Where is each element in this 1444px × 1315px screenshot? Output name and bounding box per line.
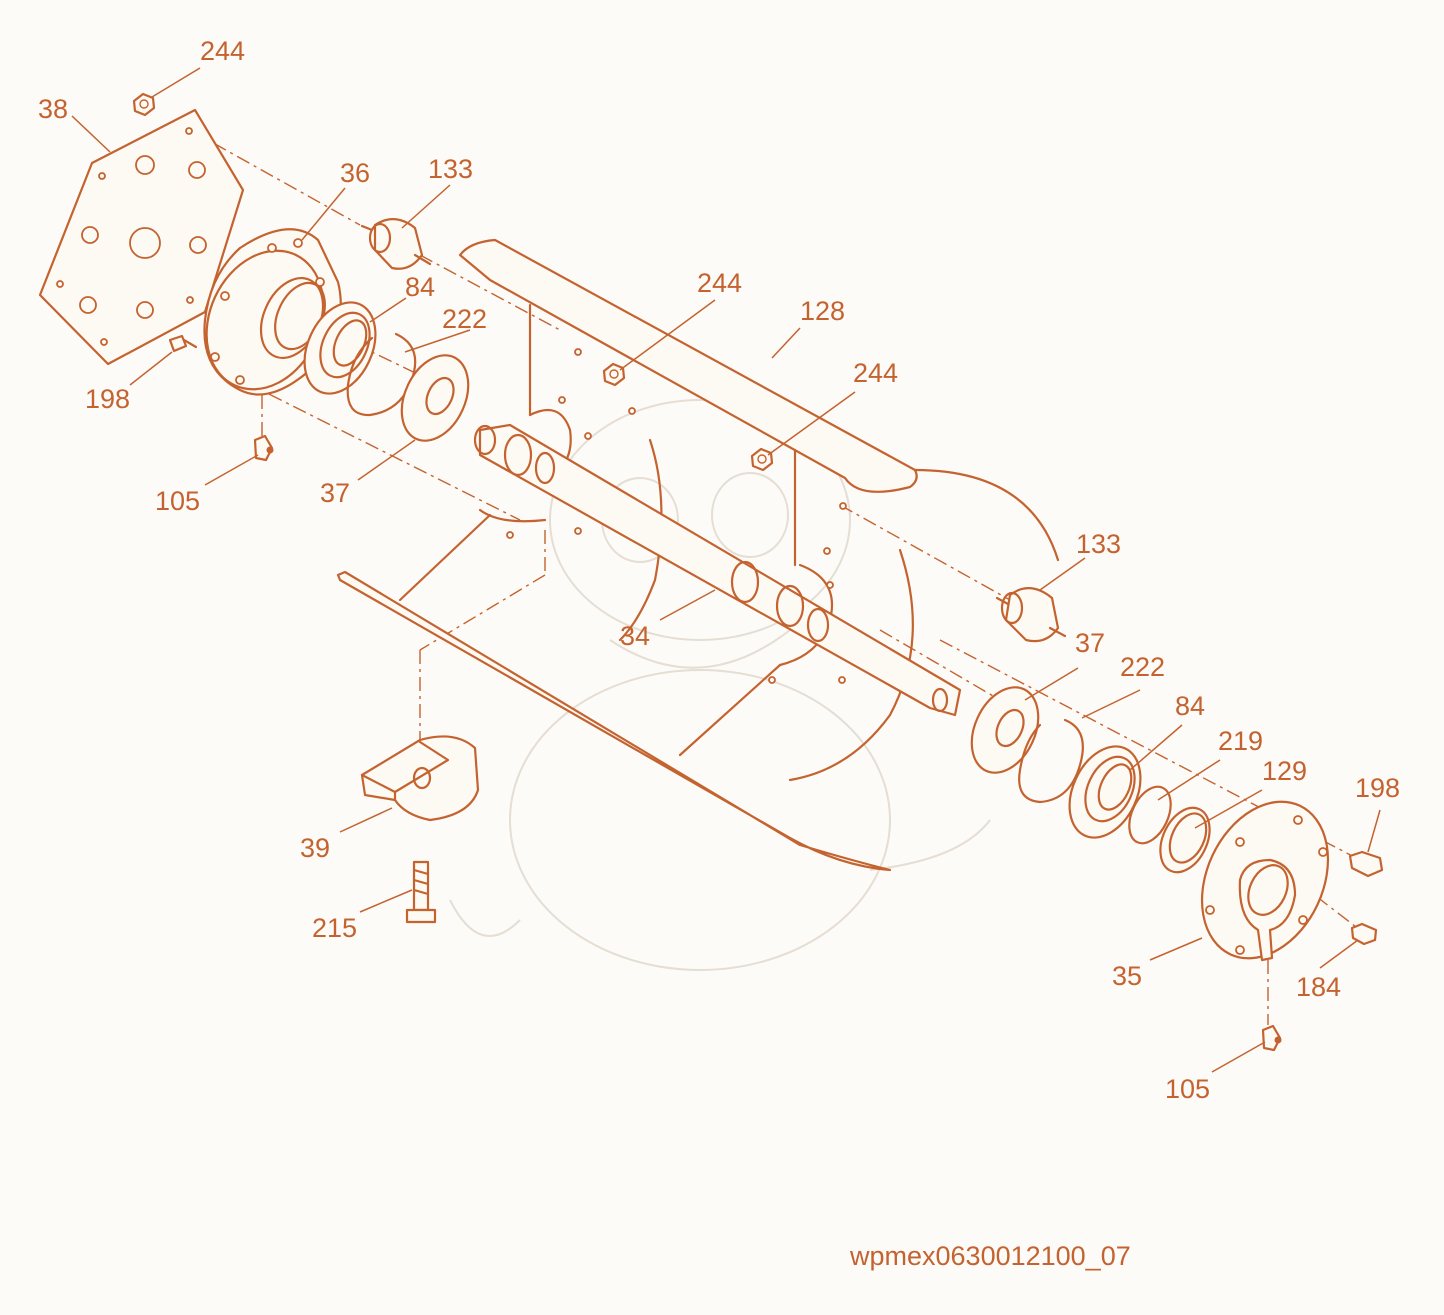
label-133-right: 133	[1076, 529, 1121, 559]
label-244-top: 244	[200, 36, 245, 66]
bearing-84-left	[303, 301, 377, 395]
bearing-84-right	[1068, 745, 1142, 839]
grease-fitting-105-right	[1261, 1024, 1282, 1052]
label-222-right: 222	[1120, 652, 1165, 682]
seal-37-right	[970, 686, 1040, 774]
label-215: 215	[312, 913, 357, 943]
clamp-39	[360, 735, 480, 822]
label-128: 128	[800, 296, 845, 326]
part-labels: 244 38 36 133 84 222 198 105 37 244 128 …	[38, 36, 1400, 1104]
screw-184	[1350, 922, 1378, 946]
label-184: 184	[1296, 972, 1341, 1002]
seal-37-left	[400, 354, 470, 442]
label-37-right: 37	[1075, 628, 1105, 658]
snap-ring-222-right	[1018, 718, 1084, 804]
label-244-middle: 244	[697, 268, 742, 298]
bolt-198-right	[1348, 850, 1384, 878]
label-244-right: 244	[853, 358, 898, 388]
bolt-198-left	[168, 334, 198, 353]
label-129: 129	[1262, 756, 1307, 786]
leader-lines	[71, 67, 1381, 1073]
grease-fitting-105-left	[253, 434, 274, 462]
nut-244-middle	[602, 362, 626, 387]
ring-129	[1159, 806, 1211, 874]
rubber-mount-133-right	[995, 587, 1067, 643]
label-84-left: 84	[405, 272, 435, 302]
bearing-housing-35	[1200, 800, 1330, 962]
nut-244-right	[750, 447, 774, 472]
drawing-code: wpmex0630012100_07	[849, 1241, 1131, 1271]
label-222-left: 222	[442, 304, 487, 334]
shaft-34	[473, 423, 962, 717]
label-39: 39	[300, 833, 330, 863]
label-34: 34	[620, 621, 650, 651]
label-37-left: 37	[320, 478, 350, 508]
reel-128	[336, 238, 1060, 872]
snap-ring-222-left	[346, 332, 417, 417]
label-198-left: 198	[85, 384, 130, 414]
bolt-215	[405, 860, 437, 924]
label-36: 36	[340, 158, 370, 188]
label-35: 35	[1112, 961, 1142, 991]
watermark-mascot	[449, 399, 991, 971]
label-219: 219	[1218, 726, 1263, 756]
label-84-right: 84	[1175, 691, 1205, 721]
rubber-mount-133-left	[360, 218, 432, 270]
label-105-right: 105	[1165, 1074, 1210, 1104]
label-133-left: 133	[428, 154, 473, 184]
ring-219	[1128, 785, 1172, 845]
label-105-left: 105	[155, 486, 200, 516]
label-38: 38	[38, 94, 68, 124]
nut-244-left	[132, 92, 156, 117]
label-198-right: 198	[1355, 773, 1400, 803]
